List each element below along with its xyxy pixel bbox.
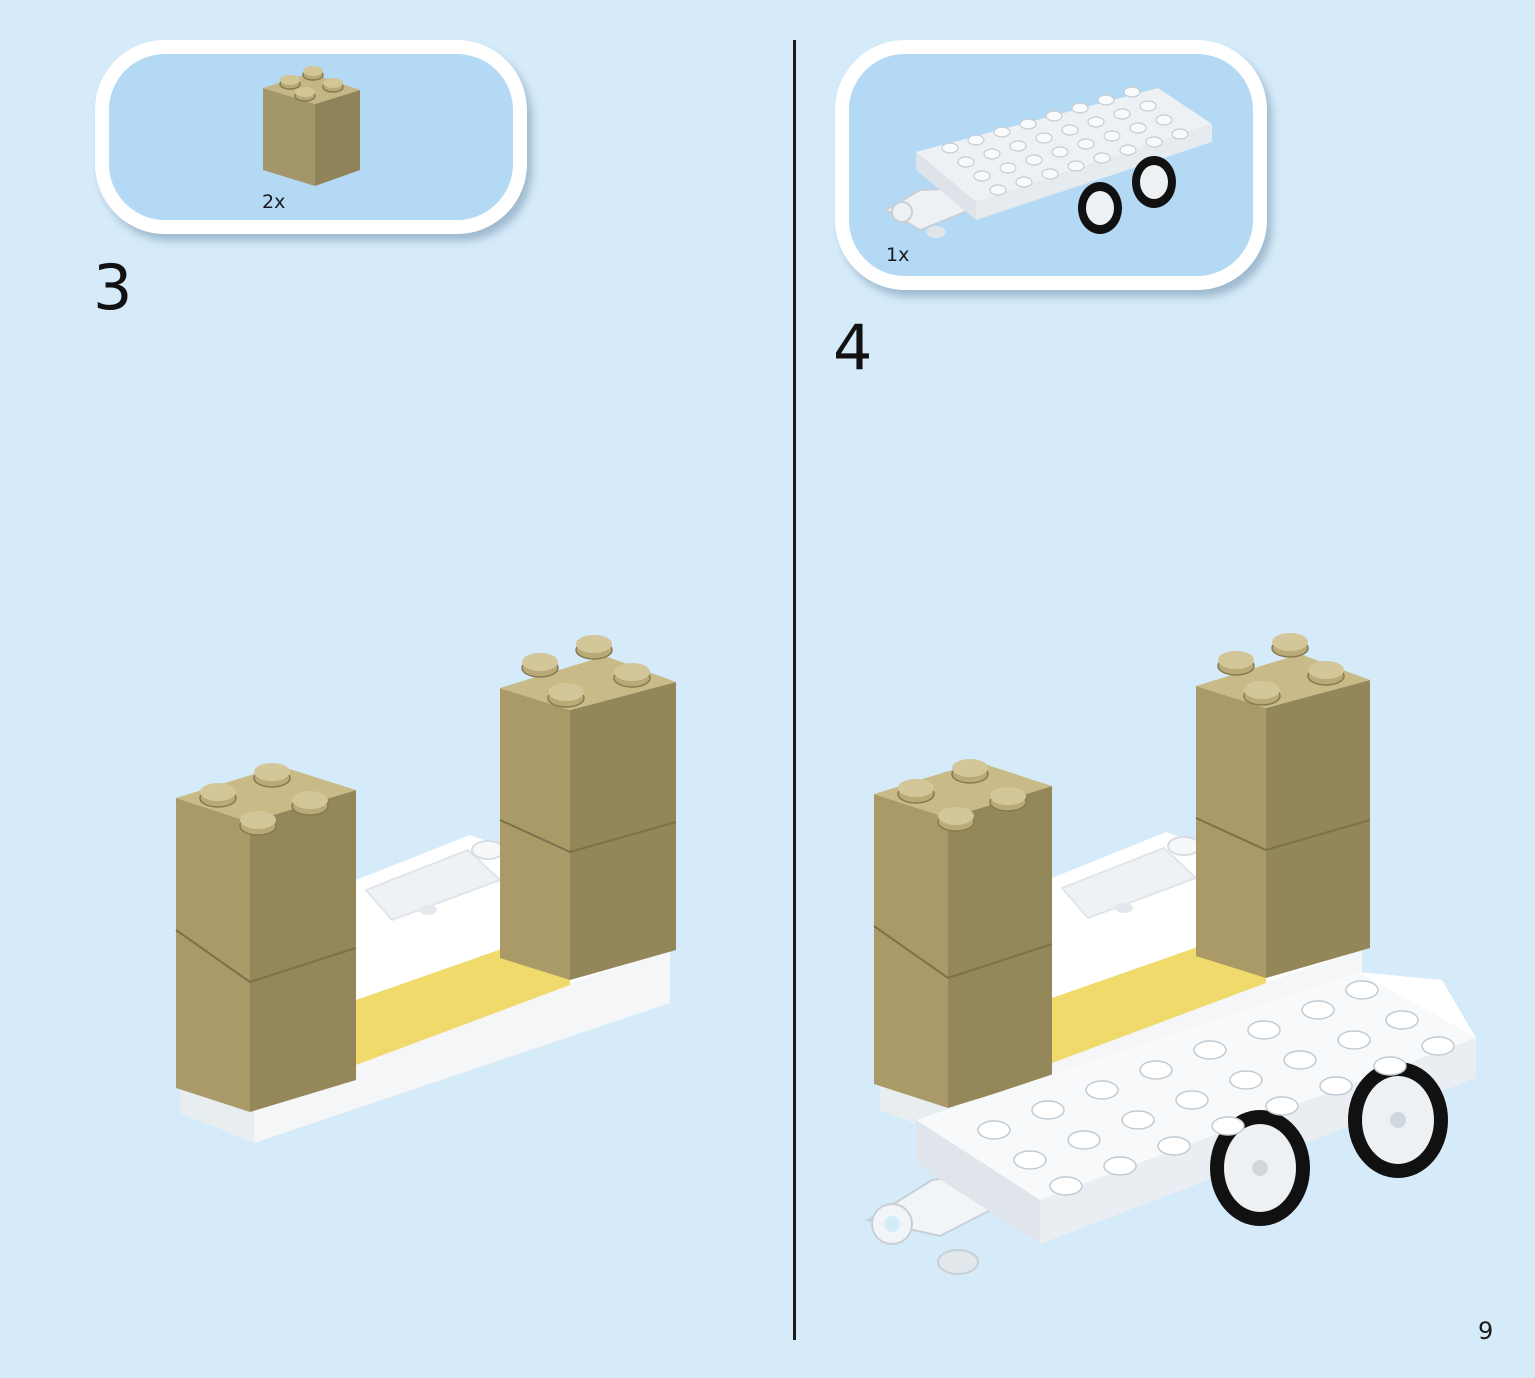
step-number: 4 bbox=[833, 311, 873, 384]
step-divider bbox=[793, 40, 796, 1340]
white-trailer-part-image bbox=[884, 86, 1212, 238]
part-quantity: 2x bbox=[262, 191, 286, 213]
part-quantity: 1x bbox=[886, 244, 910, 266]
step-3-assembly-image bbox=[175, 635, 677, 1143]
step-number: 3 bbox=[93, 251, 133, 324]
tan-2x2-brick-part-image bbox=[263, 66, 360, 186]
step-4-assembly-image bbox=[865, 633, 1476, 1275]
page-number: 9 bbox=[1478, 1317, 1494, 1345]
